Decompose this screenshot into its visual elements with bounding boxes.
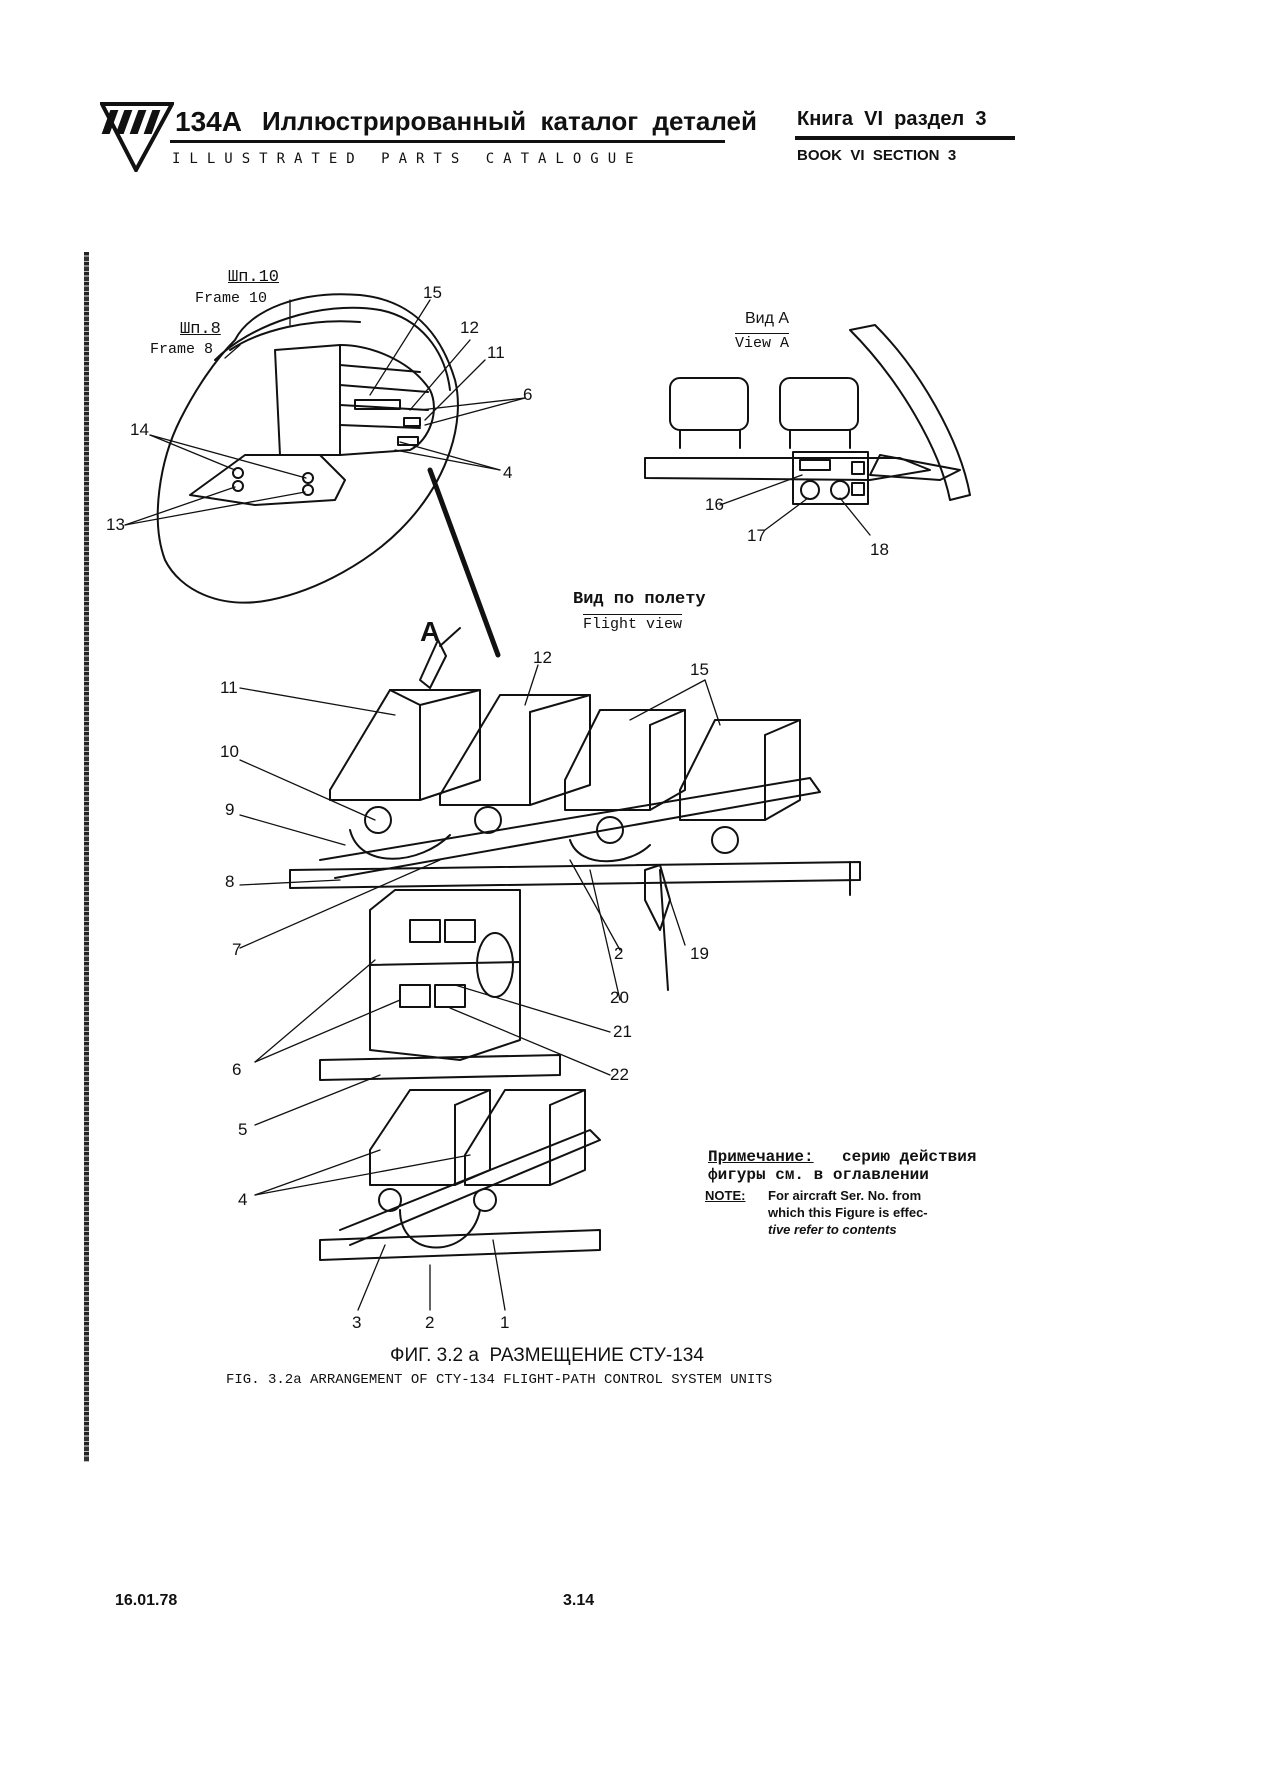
callout-2-upper: 2 xyxy=(614,944,624,963)
callout-22: 22 xyxy=(610,1065,629,1084)
binding-strip xyxy=(84,252,89,1462)
note-en-text: For aircraft Ser. No. from xyxy=(768,1188,922,1203)
callout-15: 15 xyxy=(690,660,709,679)
view-a-ru-label: Вид А xyxy=(745,310,790,327)
callout-20: 20 xyxy=(610,988,629,1007)
callout-13: 13 xyxy=(106,515,125,534)
header-rule-right xyxy=(795,136,1015,140)
callout-21: 21 xyxy=(613,1022,632,1041)
frame10-en-label: Frame 10 xyxy=(195,290,268,307)
callout-6-top: 6 xyxy=(523,385,533,404)
figure-caption-ru: ФИГ. 3.2 а РАЗМЕЩЕНИЕ СТУ-134 xyxy=(390,1345,704,1366)
callout-10: 10 xyxy=(220,742,239,761)
callout-16: 16 xyxy=(705,495,724,514)
callout-6: 6 xyxy=(232,1060,242,1079)
flight-view-ru-label: Вид по полету xyxy=(573,590,706,609)
frame8-en-label: Frame 8 xyxy=(150,341,214,358)
callout-4-top: 4 xyxy=(503,463,513,482)
note-en-label: NOTE: xyxy=(705,1188,746,1203)
note-ru-text: серию действия xyxy=(842,1148,977,1166)
header-title-ru: Иллюстрированный каталог деталей xyxy=(262,106,757,136)
header-model: 134А xyxy=(175,106,242,137)
flight-view-en-label: Flight view xyxy=(583,614,683,633)
callout-4: 4 xyxy=(238,1190,248,1209)
callout-2-lower: 2 xyxy=(425,1313,435,1332)
callout-7: 7 xyxy=(232,940,242,959)
callout-12: 12 xyxy=(533,648,552,667)
header-book-ru: Книга VI раздел 3 xyxy=(797,108,987,130)
callout-8: 8 xyxy=(225,872,235,891)
footer-date: 16.01.78 xyxy=(115,1592,178,1609)
note-en-text3: tive refer to contents xyxy=(768,1222,897,1237)
callout-17: 17 xyxy=(747,526,766,545)
view-a-en-label: View A xyxy=(735,333,790,352)
callout-9: 9 xyxy=(225,800,235,819)
frame10-ru-label: Шп.10 xyxy=(228,268,280,287)
callout-5: 5 xyxy=(238,1120,248,1139)
header-title-en: ILLUSTRATED PARTS CATALOGUE xyxy=(172,151,643,167)
header-book-en: BOOK VI SECTION 3 xyxy=(797,147,957,164)
callout-12-top: 12 xyxy=(460,318,479,337)
arrow-a-label: A xyxy=(420,616,441,647)
header-rule-left xyxy=(170,140,725,143)
logo-icon xyxy=(100,100,174,172)
footer-page: 3.14 xyxy=(563,1592,595,1609)
callout-11: 11 xyxy=(220,678,238,697)
callout-19: 19 xyxy=(690,944,709,963)
callout-18: 18 xyxy=(870,540,889,559)
callout-1: 1 xyxy=(500,1313,510,1332)
note-ru-label: Примечание: xyxy=(708,1148,814,1166)
callout-14: 14 xyxy=(130,420,149,439)
callout-3: 3 xyxy=(352,1313,362,1332)
callout-11-top: 11 xyxy=(487,343,505,362)
note-en-text2: which this Figure is effec- xyxy=(768,1205,928,1220)
figure-caption-en: FIG. 3.2a ARRANGEMENT OF CTY-134 FLIGHT-… xyxy=(226,1372,773,1388)
frame8-ru-label: Шп.8 xyxy=(180,320,221,339)
callout-15-top: 15 xyxy=(423,283,442,302)
note-ru-text2: фигуры см. в оглавлении xyxy=(708,1166,929,1184)
